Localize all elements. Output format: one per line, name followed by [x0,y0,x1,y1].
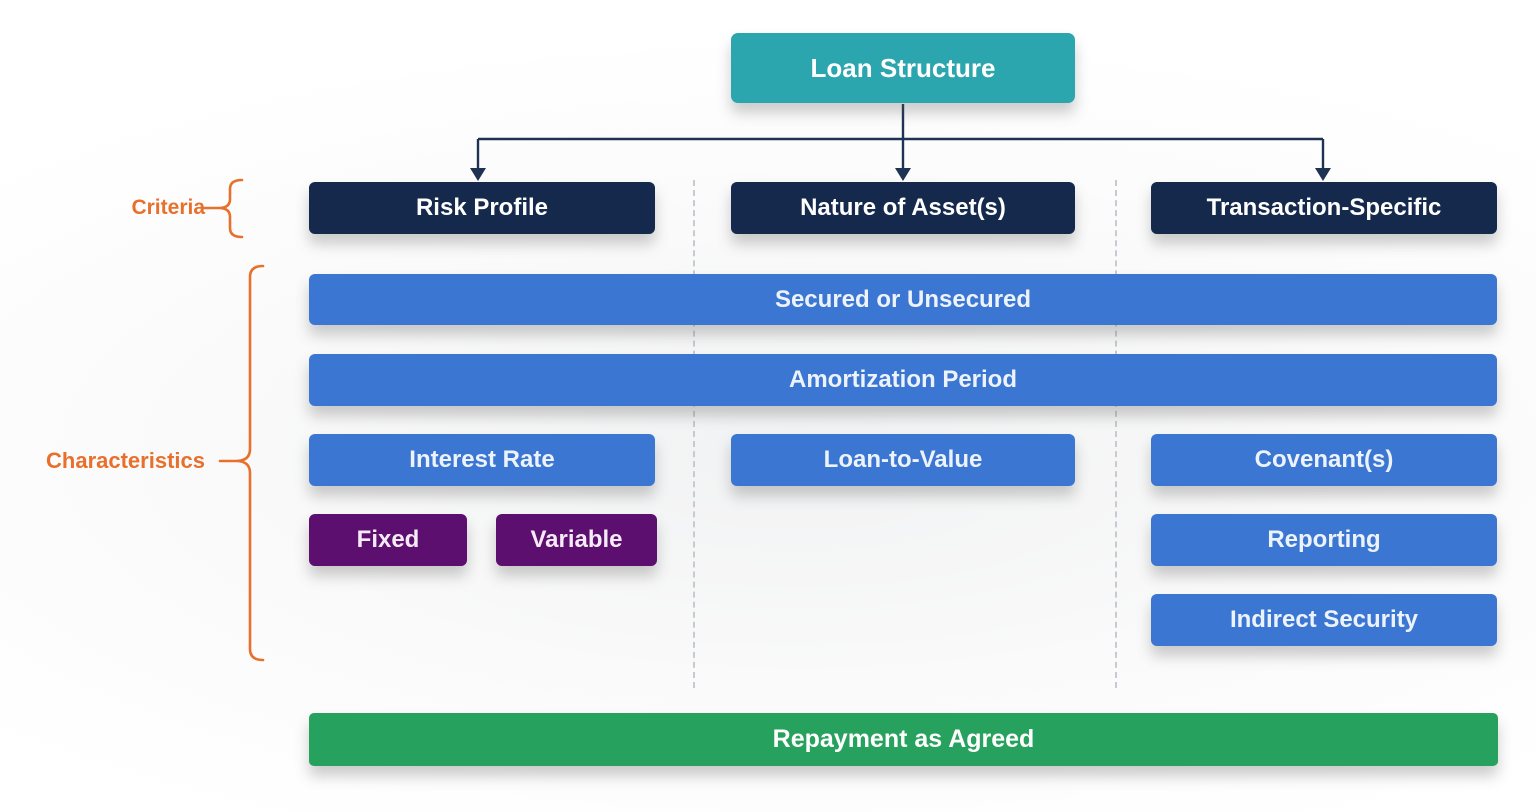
amortization-period-bar: Amortization Period [309,354,1497,406]
characteristics-label: Characteristics [46,448,205,473]
column-divider-left [693,180,695,688]
column-divider-right [1115,180,1117,688]
secured-or-unsecured-bar: Secured or Unsecured [309,274,1497,325]
repayment-as-agreed-bar: Repayment as Agreed [309,713,1498,766]
covenants-box: Covenant(s) [1151,434,1497,486]
interest-rate-box: Interest Rate [309,434,655,486]
loan-structure-box: Loan Structure [731,33,1075,103]
variable-box: Variable [496,514,657,566]
risk-profile-box: Risk Profile [309,182,655,234]
nature-of-assets-box: Nature of Asset(s) [731,182,1075,234]
fixed-box: Fixed [309,514,467,566]
indirect-security-box: Indirect Security [1151,594,1497,646]
loan-to-value-box: Loan-to-Value [731,434,1075,486]
transaction-specific-box: Transaction-Specific [1151,182,1497,234]
criteria-label: Criteria [131,196,205,219]
reporting-box: Reporting [1151,514,1497,566]
